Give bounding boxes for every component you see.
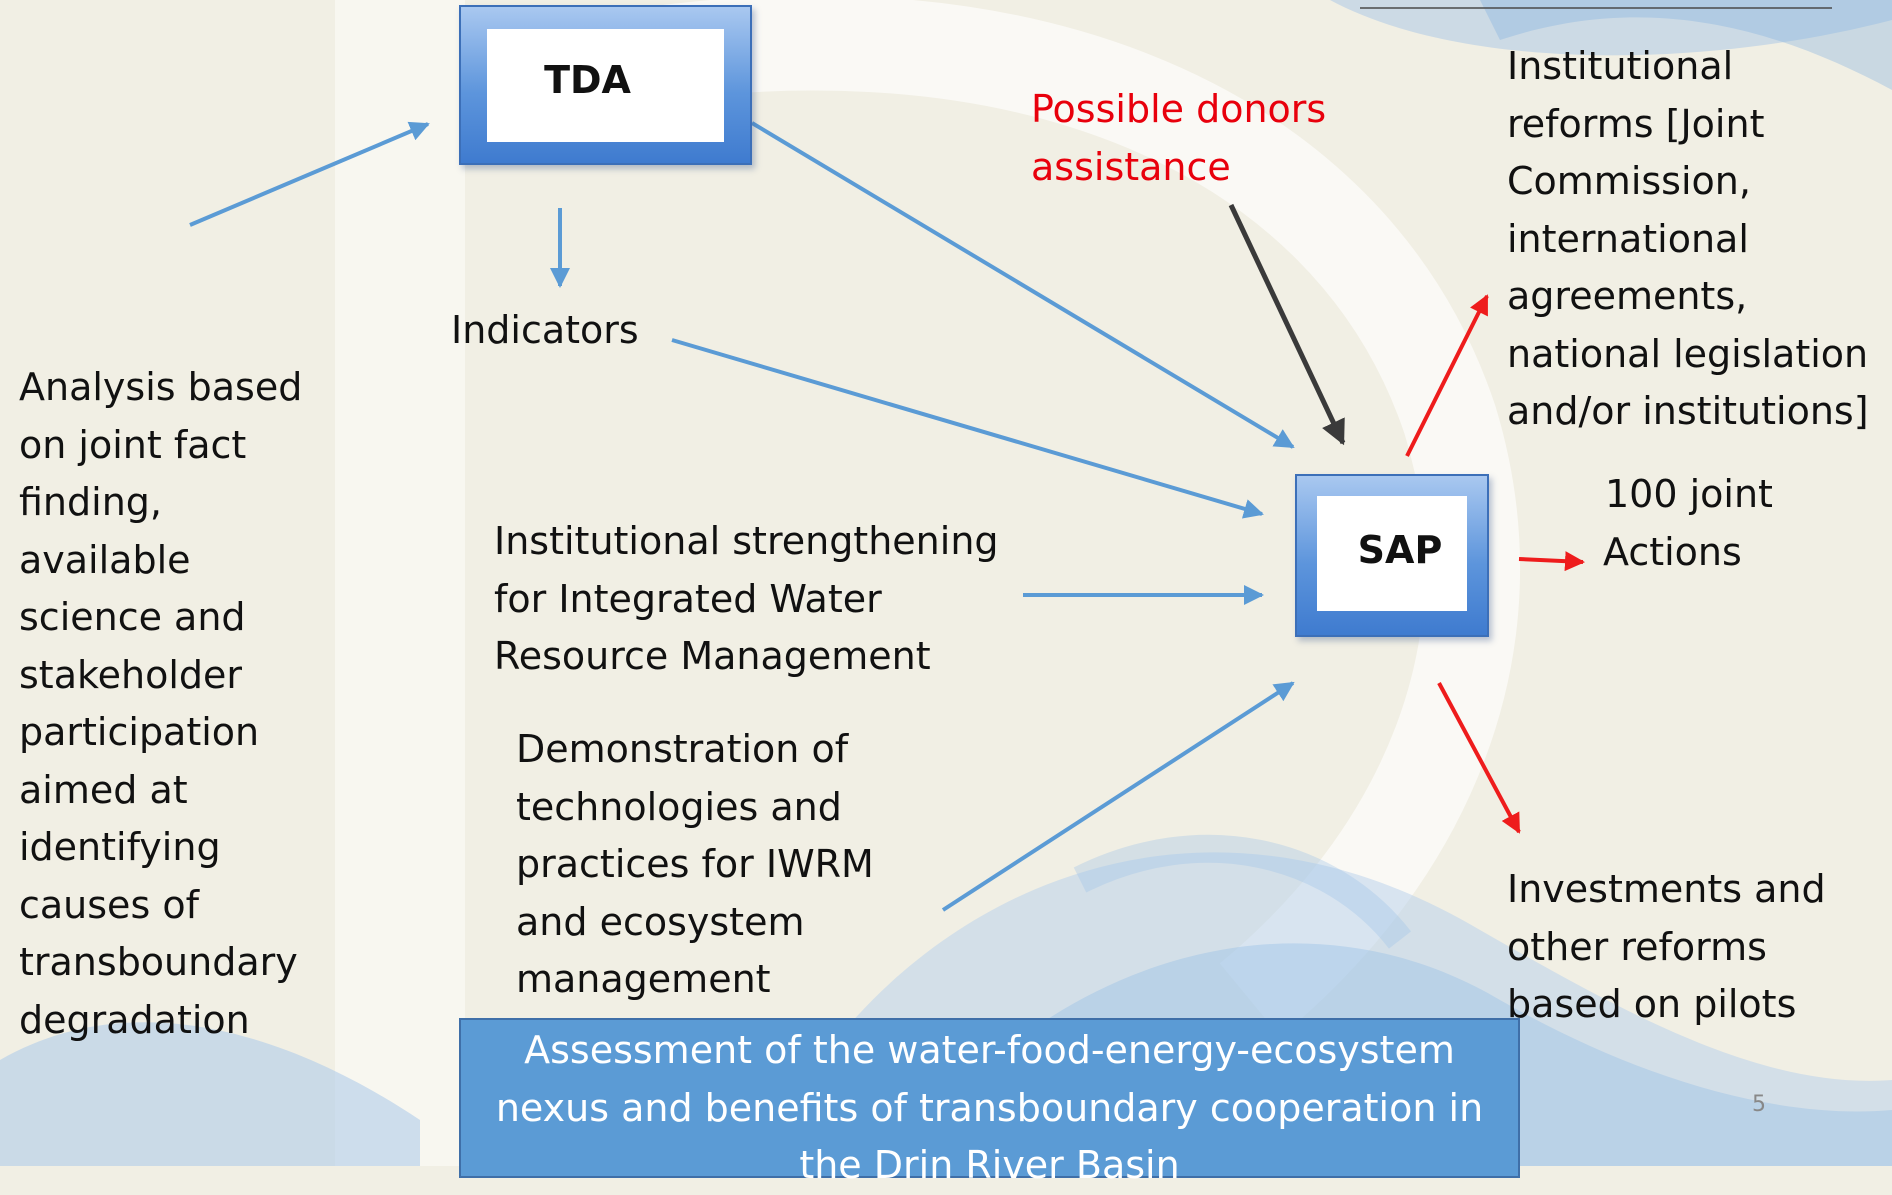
actions-line-2: Actions [1603, 529, 1742, 574]
analysis-label: Analysis based on joint fact finding, av… [19, 359, 302, 1049]
nexus-assessment-banner: Assessment of the water-food-energy-ecos… [459, 1018, 1520, 1187]
analysis-line: finding, [19, 480, 162, 524]
analysis-line: transboundary [19, 940, 298, 984]
investments-label: Investments and other reforms based on p… [1507, 861, 1826, 1034]
reforms-line: international [1507, 216, 1749, 261]
joint-actions-label: 100 joint Actions [1603, 466, 1773, 581]
strengthening-line: for Integrated Water [494, 576, 882, 621]
donors-line-2: assistance [1031, 144, 1231, 189]
analysis-line: on joint fact [19, 422, 247, 467]
indicators-text: Indicators [451, 308, 639, 352]
analysis-line: degradation [19, 997, 250, 1042]
investments-line: other reforms [1507, 924, 1767, 969]
tda-box-inner: TDA [487, 29, 724, 142]
reforms-line: and/or institutions] [1507, 389, 1869, 433]
reforms-line: reforms [Joint [1507, 101, 1765, 146]
arrow-analysis-to-tda [189, 121, 430, 227]
banner-line: nexus and benefits of transboundary coop… [495, 1085, 1484, 1130]
analysis-line: identifying [19, 825, 221, 869]
arrow-donors-to-sap [1228, 203, 1346, 446]
slide-number: 5 [1752, 1092, 1766, 1117]
analysis-line: science and [19, 595, 246, 639]
analysis-line: Analysis based [19, 365, 303, 409]
demonstration-label: Demonstration of technologies and practi… [516, 721, 874, 1009]
arrow-demonstration-to-sap [941, 681, 1295, 912]
analysis-line: causes of [19, 882, 199, 927]
arrow-indicators-to-sap [671, 338, 1264, 519]
strengthening-line: Resource Management [494, 634, 931, 678]
reforms-line: agreements, [1507, 274, 1748, 318]
actions-line-1: 100 joint [1605, 472, 1773, 516]
arrow-sap-to-actions [1518, 551, 1585, 572]
demonstration-line: Demonstration of [516, 727, 849, 771]
analysis-line: aimed at [19, 767, 188, 812]
demonstration-line: and ecosystem [516, 899, 805, 944]
diagram-connectors [189, 121, 1585, 912]
sap-box-inner: SAP [1317, 496, 1467, 611]
institutional-strengthening-label: Institutional strengthening for Integrat… [494, 513, 999, 686]
indicators-label: Indicators [451, 302, 639, 360]
demonstration-line: management [516, 957, 771, 1001]
arrow-sap-to-investments [1437, 682, 1521, 834]
sap-label: SAP [1357, 527, 1443, 572]
arrow-tda-to-sap [750, 121, 1295, 449]
analysis-line: available [19, 537, 191, 582]
investments-line: based on pilots [1507, 982, 1797, 1026]
tda-label: TDA [544, 57, 631, 102]
demonstration-line: technologies and [516, 784, 842, 829]
tda-box: TDA [459, 5, 752, 165]
reforms-line: Commission, [1507, 159, 1751, 203]
strengthening-line: Institutional strengthening [494, 519, 999, 563]
banner-line: Assessment of the water-food-energy-ecos… [524, 1028, 1455, 1072]
arrow-sap-to-reforms [1405, 294, 1489, 457]
institutional-reforms-label: Institutional reforms [Joint Commission,… [1507, 38, 1869, 441]
analysis-line: stakeholder [19, 652, 243, 697]
analysis-line: participation [19, 710, 260, 754]
demonstration-line: practices for IWRM [516, 842, 874, 886]
investments-line: Investments and [1507, 867, 1826, 911]
reforms-line: national legislation [1507, 331, 1869, 376]
donors-label: Possible donors assistance [1031, 81, 1326, 196]
reforms-line: Institutional [1507, 44, 1734, 88]
sap-box: SAP [1295, 474, 1489, 637]
donors-line-1: Possible donors [1031, 87, 1327, 131]
